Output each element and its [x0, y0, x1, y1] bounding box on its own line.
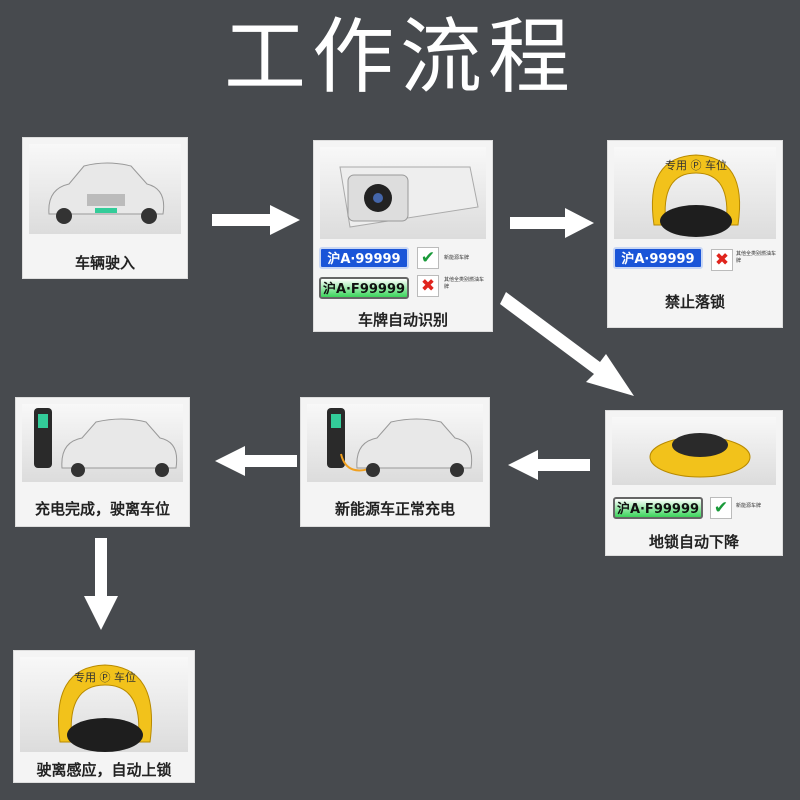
parking-lock-up-image: 专用 Ⓟ 车位	[614, 147, 776, 239]
arrow-left-2	[215, 446, 297, 476]
step-label: 驶离感应，自动上锁	[36, 761, 172, 779]
step-charging-done: 充电完成，驶离车位	[15, 397, 190, 527]
cross-icon: ✖	[711, 249, 733, 271]
plate-green: 沪A·F99999	[319, 277, 409, 299]
note-new-energy: 新能源车牌	[736, 503, 762, 509]
plate-green: 沪A·F99999	[613, 497, 703, 519]
note-fuel: 其他全类别燃油车牌	[444, 277, 485, 290]
arrow-right-1	[212, 205, 300, 235]
charging-car-image	[307, 404, 483, 482]
step-lock-lowered: 沪A·F99999 ✔ 新能源车牌 地锁自动下降	[605, 410, 783, 556]
camera-image	[320, 147, 486, 239]
camera-icon	[339, 166, 479, 228]
car-icon	[48, 162, 165, 224]
step-label: 车牌自动识别	[357, 311, 448, 329]
parking-lock-flat-icon	[649, 433, 751, 478]
cross-icon: ✖	[417, 275, 439, 297]
step-plate-recognition: 沪A·99999 沪A·F99999 ✔ ✖ 新能源车牌 其他全类别燃油车牌 车…	[313, 140, 493, 332]
step-auto-relock: 专用 Ⓟ 车位 驶离感应，自动上锁	[13, 650, 195, 783]
step-label: 新能源车正常充电	[334, 500, 455, 518]
parking-lock-icon: 专用 Ⓟ 车位	[651, 154, 741, 237]
note-new-energy: 新能源车牌	[444, 255, 470, 261]
note-fuel: 其他全类别燃油车牌	[736, 251, 777, 264]
charging-car-icon	[327, 408, 473, 477]
step-label: 禁止落锁	[664, 293, 725, 311]
check-icon: ✔	[417, 247, 439, 269]
step-label: 车辆驶入	[74, 254, 135, 272]
step-vehicle-enter: 车辆驶入	[22, 137, 188, 279]
lock-text: 专用 Ⓟ 车位	[665, 158, 727, 172]
arrow-diagonal	[500, 292, 634, 396]
check-icon: ✔	[710, 497, 732, 519]
parking-lock-icon: 专用 Ⓟ 车位	[58, 664, 152, 752]
plate-blue: 沪A·99999	[613, 247, 703, 269]
parking-lock-down-image	[612, 417, 776, 485]
parking-lock-up-image: 专用 Ⓟ 车位	[20, 657, 188, 752]
step-label: 充电完成，驶离车位	[34, 500, 170, 518]
lock-text: 专用 Ⓟ 车位	[74, 670, 136, 684]
page-title: 工作流程	[223, 10, 576, 105]
step-lock-forbidden: 专用 Ⓟ 车位 沪A·99999 ✖ 其他全类别燃油车牌 禁止落锁	[607, 140, 783, 328]
step-charging: 新能源车正常充电	[300, 397, 490, 527]
arrow-right-2	[510, 208, 594, 238]
plate-blue: 沪A·99999	[319, 247, 409, 269]
leaving-car-image	[22, 404, 183, 482]
arrow-left-1	[508, 450, 590, 480]
step-label: 地锁自动下降	[648, 533, 739, 551]
car-image	[29, 144, 181, 234]
charger-car-icon	[34, 408, 178, 477]
arrow-down	[84, 538, 118, 630]
